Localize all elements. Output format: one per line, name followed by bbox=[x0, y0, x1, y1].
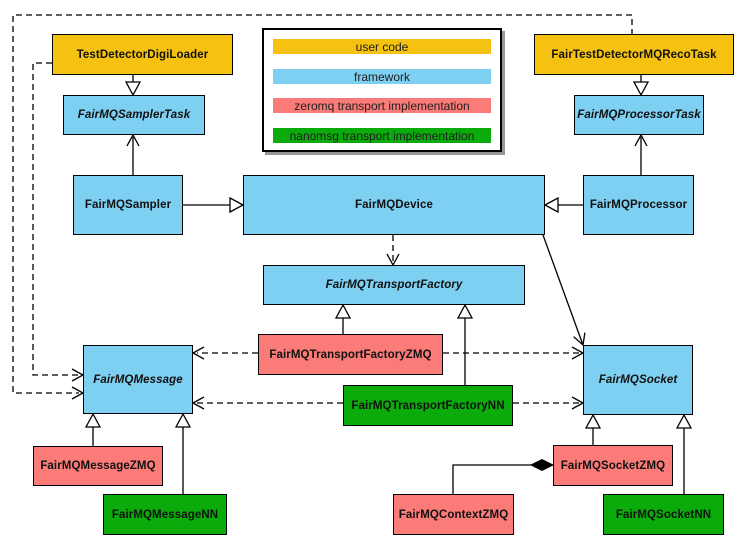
arrow-triangle-tf-right bbox=[456, 303, 474, 319]
legend-item-framework: framework bbox=[273, 69, 491, 84]
legend-item-nanomsg: nanomsg transport implementation bbox=[273, 128, 491, 143]
arrow-triangle-device-left bbox=[229, 196, 245, 214]
legend-item-user-code: user code bbox=[273, 39, 491, 54]
legend-item-zeromq: zeromq transport implementation bbox=[273, 98, 491, 113]
legend: user code framework zeromq transport imp… bbox=[262, 28, 502, 152]
arrow-open-message-right-upper bbox=[191, 346, 205, 360]
class-box-testdetectordigiloader: TestDetectorDigiLoader bbox=[52, 34, 233, 75]
arrow-triangle-tf-left bbox=[334, 303, 352, 319]
class-box-fairmqtransportfactory: FairMQTransportFactory bbox=[263, 265, 525, 305]
class-box-fairmqtransportfactoryzmq: FairMQTransportFactoryZMQ bbox=[258, 334, 443, 375]
edge-recotask-message bbox=[12, 14, 633, 394]
arrow-triangle-socket-right bbox=[675, 413, 693, 429]
arrow-open-processortask bbox=[634, 133, 648, 147]
edge-device-socket bbox=[542, 234, 584, 346]
arrow-triangle-samplertask bbox=[124, 81, 142, 97]
arrow-triangle-socket-left bbox=[584, 413, 602, 429]
class-box-fairmqmessagezmq: FairMQMessageZMQ bbox=[33, 446, 163, 486]
class-box-fairmqsampler: FairMQSampler bbox=[73, 175, 183, 235]
class-box-fairmqprocessortask: FairMQProcessorTask bbox=[574, 95, 704, 135]
class-box-fairmqcontextzmq: FairMQContextZMQ bbox=[393, 494, 514, 535]
class-box-fairmqdevice: FairMQDevice bbox=[243, 175, 545, 235]
arrow-triangle-device-right bbox=[543, 196, 559, 214]
class-box-fairmqmessagenn: FairMQMessageNN bbox=[103, 494, 227, 535]
arrow-open-message-right-lower bbox=[191, 396, 205, 410]
class-box-fairmqsamplertask: FairMQSamplerTask bbox=[63, 95, 205, 135]
arrow-triangle-processortask bbox=[632, 81, 650, 97]
arrow-open-samplertask bbox=[126, 133, 140, 147]
edge-contextzmq-socketzmq bbox=[452, 464, 531, 494]
edge-digiloader-message bbox=[32, 62, 79, 376]
class-box-fairmqprocessor: FairMQProcessor bbox=[583, 175, 694, 235]
class-box-fairmqmessage: FairMQMessage bbox=[83, 345, 193, 414]
arrow-triangle-message-left bbox=[84, 412, 102, 428]
class-box-fairmqsocketnn: FairMQSocketNN bbox=[603, 494, 724, 535]
diamond-composition-socketzmq bbox=[529, 458, 555, 472]
class-box-fairmqtransportfactorynn: FairMQTransportFactoryNN bbox=[343, 385, 513, 426]
arrow-triangle-message-right bbox=[174, 412, 192, 428]
class-box-fairmqsocketzmq: FairMQSocketZMQ bbox=[553, 445, 673, 486]
class-box-fairtestdetectormqrecotask: FairTestDetectorMQRecoTask bbox=[534, 34, 734, 75]
class-box-fairmqsocket: FairMQSocket bbox=[583, 345, 693, 415]
